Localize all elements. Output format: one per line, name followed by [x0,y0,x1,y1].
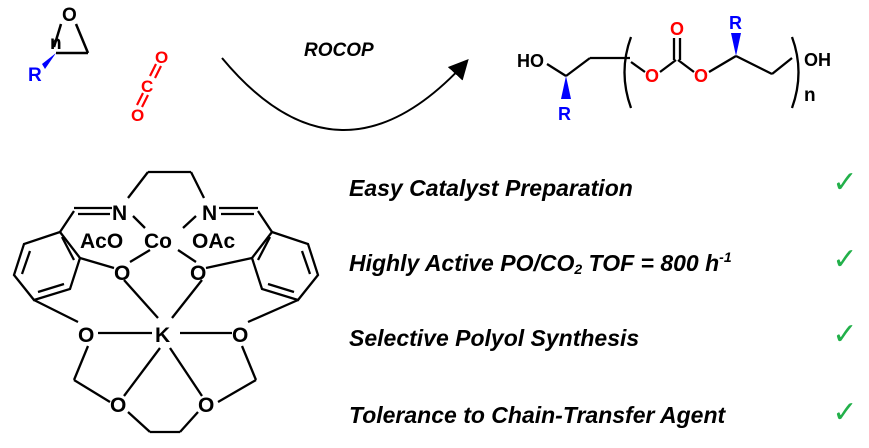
epoxide-bond [74,23,90,54]
potassium-center: K [155,324,170,347]
feature-easy-preparation: Easy Catalyst Preparation [349,175,633,201]
checkmark-icon: ✓ [832,317,858,352]
product-ester-oxygen: O [645,66,659,86]
epoxide-wedge-bond [42,53,56,69]
crown-oxygen: O [198,394,214,417]
acetate-ligand: AcO [80,230,123,253]
co2-carbon: C [141,77,153,96]
product-wedge-bond [731,33,741,56]
product-ester-oxygen: O [694,66,708,86]
co2-oxygen: O [131,106,144,125]
epoxide-bond [52,23,63,48]
checkmark-icon: ✓ [832,165,858,200]
reaction-arrow [221,57,469,131]
phenoxide-oxygen: O [114,262,130,285]
feature-selective-synthesis: Selective Polyol Synthesis [349,325,640,351]
checkmark-icon: ✓ [832,242,858,277]
product-left-substituent: R [558,104,571,124]
co2-oxygen: O [155,48,168,67]
product-carbonyl-oxygen: O [670,19,684,39]
feature-activity-subscript: 2 [574,261,583,277]
acetate-ligand: OAc [192,230,236,253]
imine-nitrogen: N [112,202,127,225]
crown-oxygen: O [110,394,126,417]
cobalt-potassium-catalyst-structure [12,170,320,434]
product-left-hydroxyl: HO [517,51,544,71]
feature-chain-transfer-tolerance: Tolerance to Chain-Transfer Agent [349,402,726,428]
repeat-index: n [804,85,816,106]
feature-activity-superscript: -1 [719,249,732,265]
phenoxide-oxygen: O [190,262,206,285]
feature-high-activity: Highly Active PO/CO2 TOF = 800 h-1 [349,243,819,283]
ether-oxygen: O [78,324,94,347]
epoxide-oxygen: O [62,5,77,26]
feature-activity-prefix: Highly Active PO/CO [349,250,575,276]
product-right-hydroxyl: OH [804,50,831,70]
epoxide-substituent: R [28,65,42,86]
epoxide-structure: n O R [28,5,90,86]
repeat-bracket-right [790,36,800,109]
reaction-label: ROCOP [304,40,374,61]
product-wedge-bond [561,76,571,99]
product-right-substituent: R [729,13,742,33]
co2-structure: O C O [131,48,168,125]
repeat-bracket-left [623,36,633,109]
imine-nitrogen: N [202,202,217,225]
feature-activity-middle: TOF = 800 h [582,250,720,276]
catalyst-atom-labels: N N AcO Co OAc O O O K O O O [78,202,248,417]
polyol-product-structure: HO R O O O R OH n [517,13,831,124]
ether-oxygen: O [232,324,248,347]
checkmark-icon: ✓ [832,395,858,430]
cobalt-center: Co [144,230,172,253]
